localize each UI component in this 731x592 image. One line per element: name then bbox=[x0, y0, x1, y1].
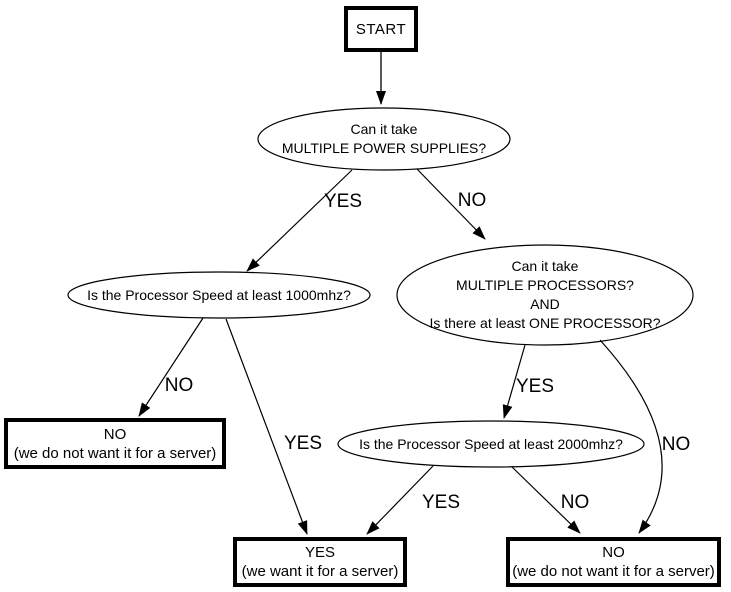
decision-multiple-processors-label: Can it take MULTIPLE PROCESSORS? AND Is … bbox=[398, 248, 692, 342]
edge-processors-no bbox=[599, 339, 663, 534]
terminal-no-right-node: NO (we do not want it for a server) bbox=[506, 537, 721, 587]
edge-label-speed1000-no: NO bbox=[164, 375, 194, 396]
terminal-yes-node: YES (we want it for a server) bbox=[233, 537, 407, 587]
edge-label-processors-no: NO bbox=[661, 434, 691, 455]
start-node: START bbox=[344, 6, 418, 52]
edge-speed1000-yes bbox=[225, 318, 308, 535]
edge-label-speed2000-no: NO bbox=[560, 492, 590, 513]
edge-power-yes bbox=[246, 169, 353, 272]
decision-multiple-processors-line4: Is there at least ONE PROCESSOR? bbox=[429, 315, 661, 331]
terminal-yes-line1: YES bbox=[304, 544, 335, 561]
decision-speed-2000-line1: Is the Processor Speed at least 2000mhz? bbox=[359, 435, 623, 452]
edge-speed2000-yes bbox=[366, 465, 434, 535]
decision-multiple-processors-line1: Can it take bbox=[511, 258, 579, 274]
decision-ellipse-multiple-processors bbox=[396, 244, 694, 346]
start-node-label: START bbox=[355, 20, 407, 38]
decision-power-supplies-label: Can it take MULTIPLE POWER SUPPLIES? bbox=[258, 108, 510, 170]
terminal-yes-line2: (we want it for a server) bbox=[241, 563, 399, 580]
decision-ellipse-speed-1000 bbox=[67, 271, 371, 319]
terminal-no-right-line1: NO bbox=[602, 544, 625, 561]
decision-speed-2000-label: Is the Processor Speed at least 2000mhz? bbox=[338, 421, 644, 467]
decision-power-supplies-line1: Can it take bbox=[350, 121, 418, 137]
edge-label-speed1000-yes: YES bbox=[283, 433, 323, 454]
edge-label-power-yes: YES bbox=[323, 191, 363, 212]
decision-multiple-processors-line2: MULTIPLE PROCESSORS? bbox=[456, 277, 634, 293]
edge-power-no bbox=[416, 168, 486, 240]
edge-label-processors-yes: YES bbox=[515, 376, 555, 397]
edge-processors-yes bbox=[502, 344, 526, 419]
terminal-no-left-line1: NO bbox=[103, 425, 127, 443]
decision-ellipse-speed-2000 bbox=[337, 420, 645, 468]
terminal-no-right-line2: (we do not want it for a server) bbox=[512, 563, 715, 580]
decision-power-supplies-line2: MULTIPLE POWER SUPPLIES? bbox=[281, 140, 487, 156]
edge-speed2000-no bbox=[511, 466, 581, 534]
decision-multiple-processors-line3: AND bbox=[530, 296, 560, 312]
edge-speed1000-no bbox=[138, 317, 204, 417]
decision-speed-1000-label: Is the Processor Speed at least 1000mhz? bbox=[68, 272, 370, 318]
edge-label-speed2000-yes: YES bbox=[421, 492, 461, 513]
terminal-no-left-node: NO (we do not want it for a server) bbox=[4, 418, 226, 469]
edge-label-power-no: NO bbox=[457, 190, 487, 211]
decision-ellipse-power-supplies bbox=[257, 107, 511, 171]
terminal-no-left-line2: (we do not want it for a server) bbox=[13, 444, 217, 462]
decision-speed-1000-line1: Is the Processor Speed at least 1000mhz? bbox=[87, 286, 351, 303]
